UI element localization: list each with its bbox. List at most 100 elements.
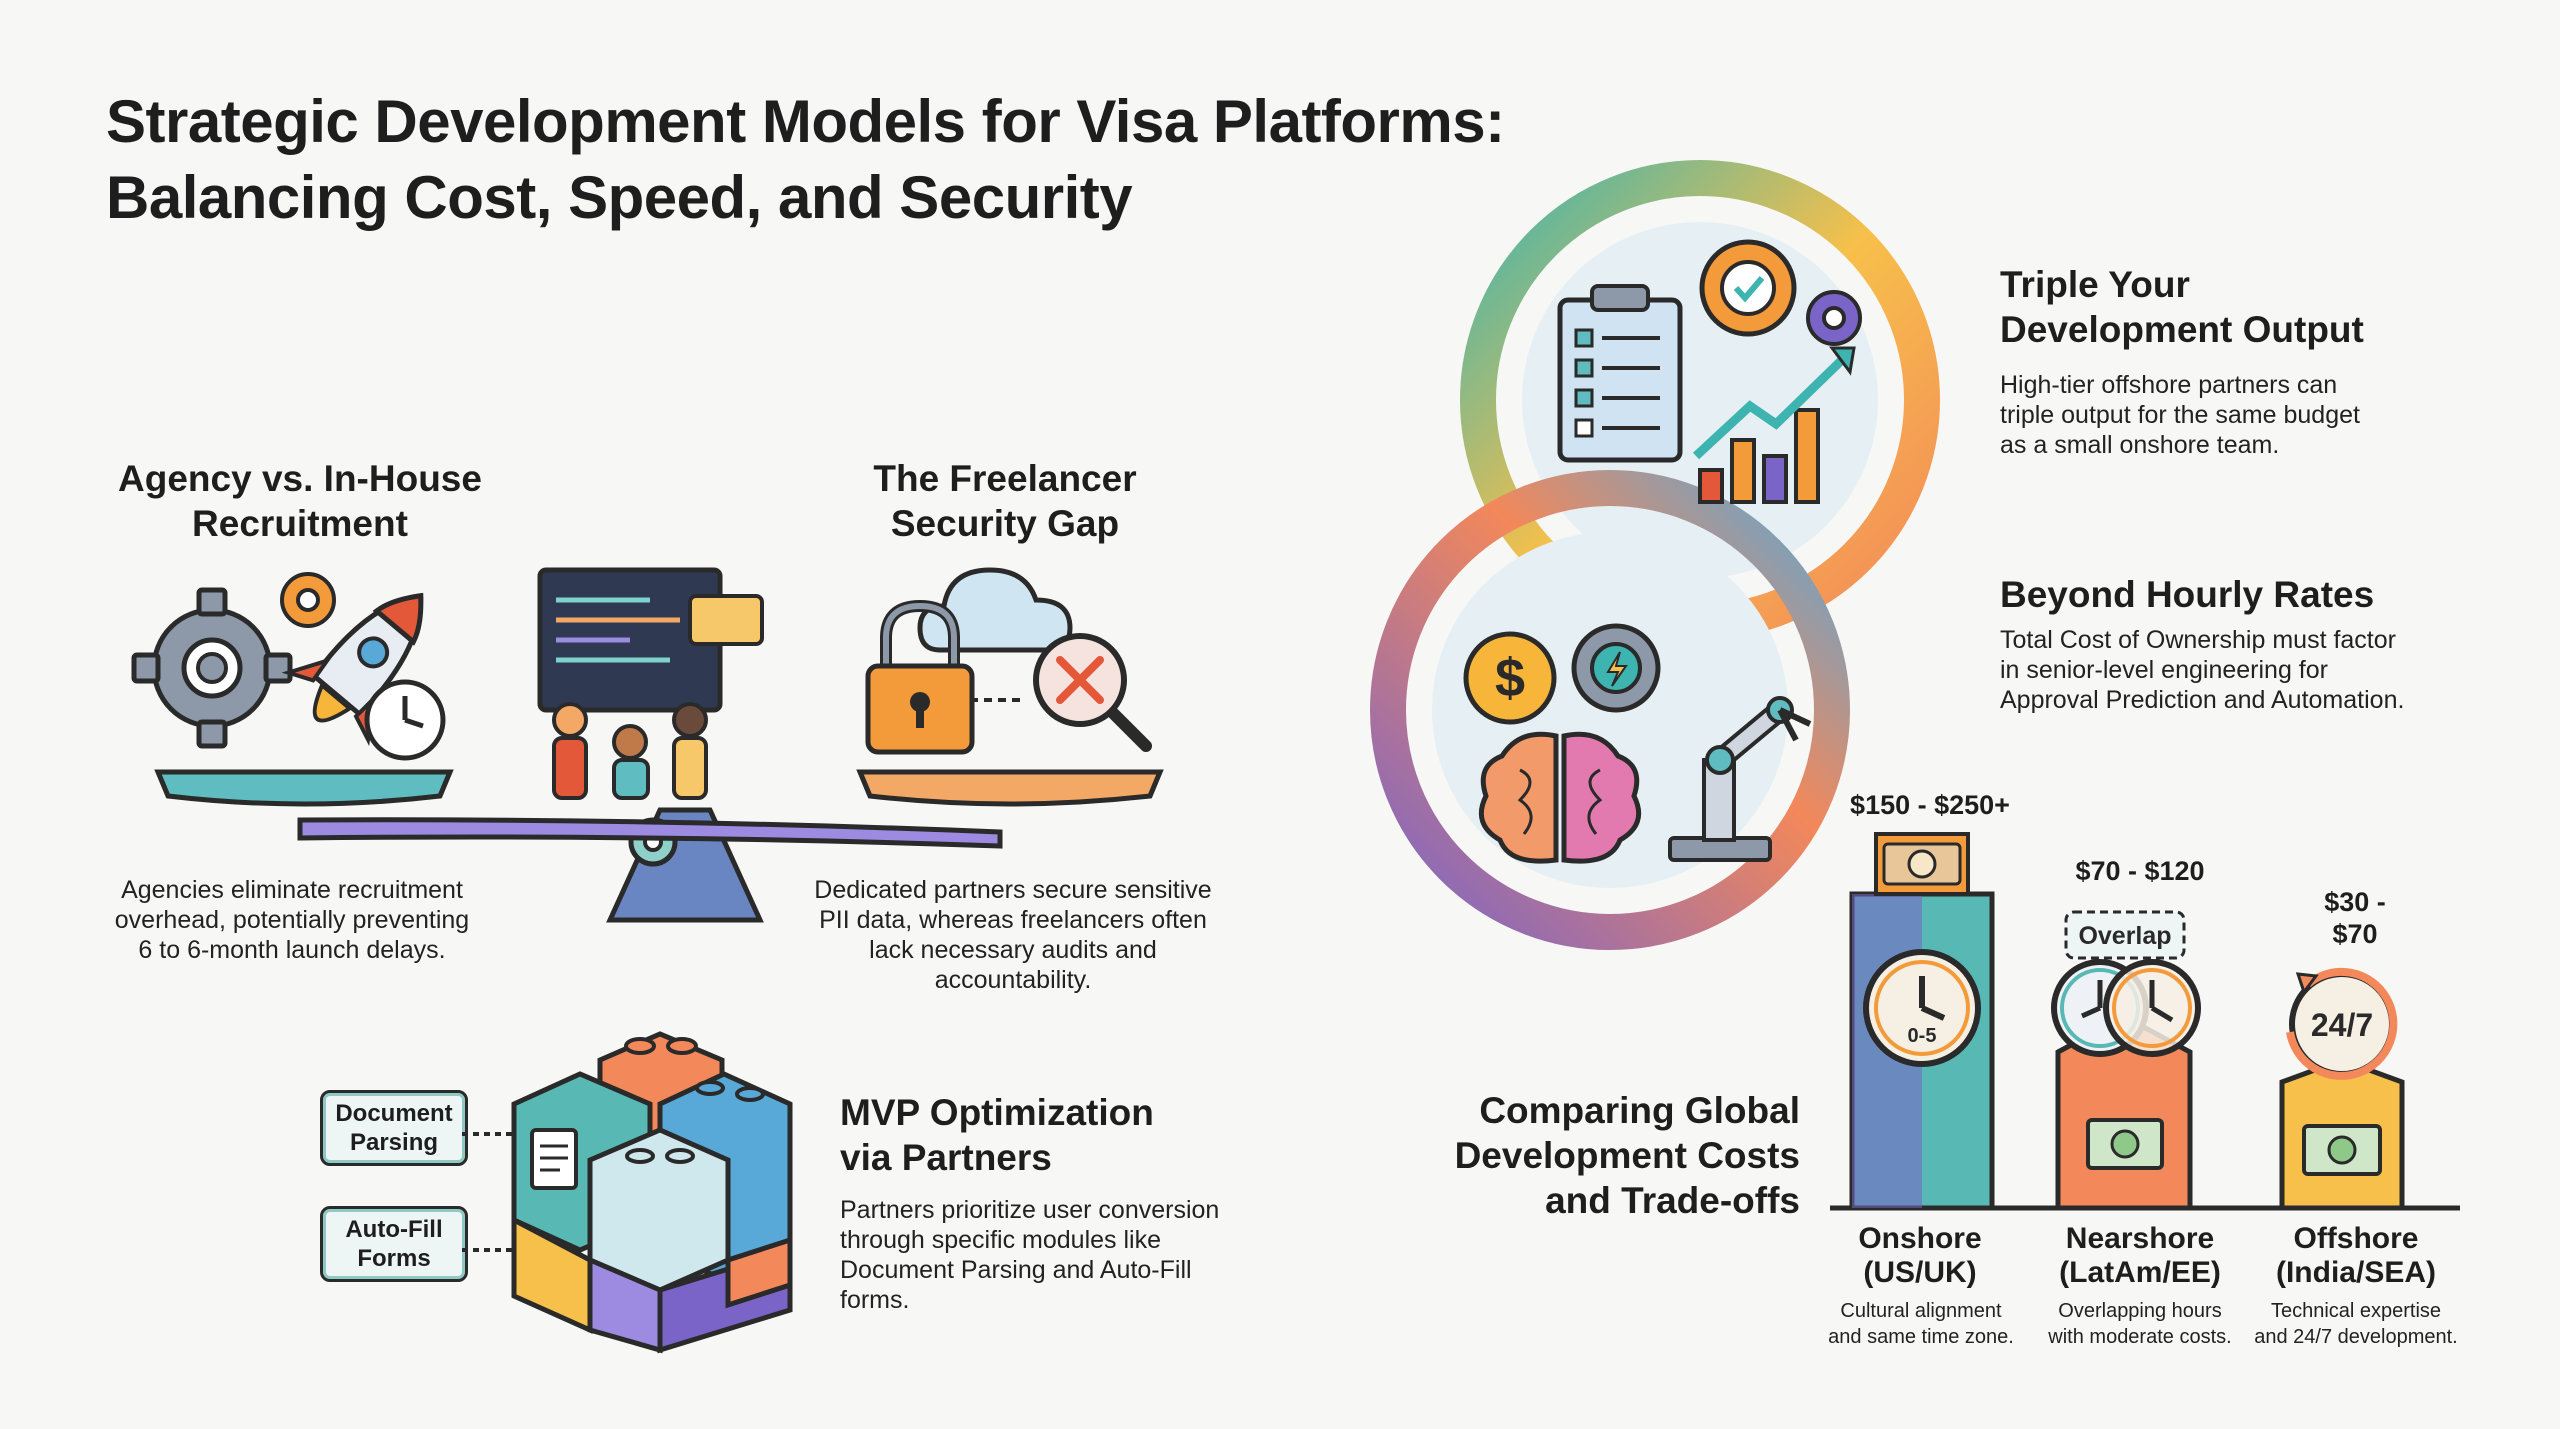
building-blocks-illustration: [462, 1031, 793, 1354]
triple-heading-line1: Triple Your: [2000, 264, 2190, 305]
offshore-desc-line1: Technical expertise: [2270, 1300, 2442, 1322]
document-parsing-tag: Document Parsing: [320, 1090, 468, 1166]
nearshore-name-line2: (LatAm/EE): [2059, 1256, 2221, 1289]
growth-chart-icon: [1692, 346, 1856, 504]
mvp-heading-line1: MVP Optimization: [840, 1092, 1154, 1133]
onshore-desc: Cultural alignment and same time zone.: [1816, 1298, 2026, 1350]
overlap-label: Overlap: [2078, 922, 2171, 950]
freelancer-body-line: accountability.: [934, 966, 1092, 994]
beyond-heading: Beyond Hourly Rates: [2000, 574, 2375, 615]
auto-fill-tag-line1: Auto-Fill: [345, 1216, 443, 1243]
onshore-name-line1: Onshore: [1858, 1222, 1982, 1255]
mvp-body-line: Partners prioritize user conversion: [840, 1196, 1220, 1224]
costs-heading: Comparing Global Development Costs and T…: [1380, 1088, 1800, 1223]
freelancer-body-line: lack necessary audits and: [869, 936, 1157, 964]
small-gear-icon: [280, 572, 336, 628]
page-title-line2: Balancing Cost, Speed, and Security: [106, 164, 1133, 231]
cost-bars-illustration: 0-5 Overlap 24/7: [1830, 832, 2460, 1211]
onshore-name-line2: (US/UK): [1863, 1256, 1977, 1289]
agency-body-line: Agencies eliminate recruitment: [121, 876, 463, 904]
document-parsing-tag-line1: Document: [335, 1100, 453, 1127]
mvp-body-line: Document Parsing and Auto-Fill: [840, 1256, 1192, 1284]
offshore-price-line2: $70: [2332, 919, 2378, 949]
costs-heading-line: Development Costs: [1454, 1135, 1800, 1176]
offshore-name: Offshore (India/SEA): [2256, 1222, 2456, 1290]
bottom-ring: [1370, 470, 1850, 950]
triple-heading-line2: Development Output: [2000, 309, 2364, 350]
small-gear-icon: [1806, 290, 1862, 346]
brain-icon: [1478, 731, 1642, 864]
costs-heading-line: Comparing Global: [1479, 1090, 1800, 1131]
agency-body: Agencies eliminate recruitment overhead,…: [82, 875, 502, 965]
dollar-symbol: $: [1495, 648, 1525, 708]
nearshore-desc-line1: Overlapping hours: [2058, 1300, 2222, 1322]
triple-heading: Triple Your Development Output: [2000, 262, 2420, 352]
offshore-name-line2: (India/SEA): [2275, 1256, 2436, 1289]
triple-body-line: as a small onshore team.: [2000, 431, 2280, 459]
rocket-icon: [281, 592, 424, 747]
overlap-box: [2064, 910, 2186, 960]
beyond-body-line: in senior-level engineering for: [2000, 656, 2328, 684]
offshore-clock-label: 24/7: [2311, 1007, 2373, 1043]
page-title-line1: Strategic Development Models for Visa Pl…: [106, 88, 1505, 155]
mvp-heading-line2: via Partners: [840, 1137, 1052, 1178]
dollar-bubble-icon: $: [1463, 631, 1557, 725]
clock-icon: [364, 679, 446, 761]
nearshore-desc: Overlapping hours with moderate costs.: [2034, 1298, 2246, 1350]
freelancer-heading: The Freelancer Security Gap: [800, 456, 1210, 546]
offshore-name-line1: Offshore: [2293, 1222, 2419, 1255]
magnifier-x-icon: [1033, 633, 1152, 752]
costs-heading-line: and Trade-offs: [1545, 1180, 1800, 1221]
freelancer-body-line: Dedicated partners secure sensitive: [814, 876, 1212, 904]
rings-illustration: $: [1370, 160, 1940, 950]
onshore-name: Onshore (US/UK): [1832, 1222, 2008, 1290]
auto-fill-tag: Auto-Fill Forms: [320, 1206, 468, 1282]
offshore-price: $30 - $70: [2270, 886, 2440, 950]
agency-heading-line2: Recruitment: [192, 503, 408, 544]
agency-heading: Agency vs. In-House Recruitment: [80, 456, 520, 546]
triple-body-line: triple output for the same budget: [2000, 401, 2360, 429]
gear-check-icon: [1699, 239, 1797, 337]
freelancer-body: Dedicated partners secure sensitive PII …: [788, 875, 1238, 995]
mvp-body-line: through specific modules like: [840, 1226, 1161, 1254]
robot-arm-icon: [1668, 696, 1812, 862]
onshore-desc-line1: Cultural alignment: [1840, 1300, 2002, 1322]
agency-heading-line1: Agency vs. In-House: [118, 458, 482, 499]
nearshore-name: Nearshore (LatAm/EE): [2040, 1222, 2240, 1290]
twenty-four-seven-clock-icon: 24/7: [2286, 967, 2398, 1080]
nearshore-name-line1: Nearshore: [2065, 1222, 2215, 1255]
mvp-body-line: forms.: [840, 1286, 910, 1314]
freelancer-heading-line1: The Freelancer: [873, 458, 1137, 499]
onshore-price: $150 - $250+: [1850, 790, 2010, 820]
beyond-body: Total Cost of Ownership must factor in s…: [2000, 625, 2500, 715]
onshore-desc-line2: and same time zone.: [1828, 1326, 2014, 1348]
gear-icon: [131, 587, 293, 749]
beyond-body-line: Approval Prediction and Automation.: [2000, 686, 2405, 714]
balance-scale-illustration: [131, 567, 1164, 923]
agency-body-line: overhead, potentially preventing: [114, 906, 470, 934]
gear-bolt-icon: [1571, 623, 1661, 713]
overlapping-clocks-icon: [2051, 959, 2201, 1057]
team-screen-icon: [537, 567, 764, 800]
onshore-clock-label: 0-5: [1908, 1025, 1937, 1047]
mvp-heading: MVP Optimization via Partners: [840, 1090, 1260, 1180]
auto-fill-tag-line2: Forms: [357, 1245, 431, 1272]
offshore-desc-line2: and 24/7 development.: [2254, 1326, 2458, 1348]
triple-body-line: High-tier offshore partners can: [2000, 371, 2338, 399]
document-icon: [530, 1128, 578, 1190]
triple-body: High-tier offshore partners can triple o…: [2000, 370, 2420, 460]
onshore-clock-icon: 0-5: [1863, 949, 1981, 1067]
nearshore-price: $70 - $120: [2075, 856, 2205, 886]
mvp-body: Partners prioritize user conversion thro…: [840, 1195, 1280, 1315]
clipboard-checklist-icon: [1557, 284, 1683, 463]
freelancer-body-line: PII data, whereas freelancers often: [819, 906, 1207, 934]
offshore-bar: [2279, 1057, 2405, 1211]
agency-body-line: 6 to 6-month launch delays.: [138, 936, 446, 964]
nearshore-desc-line2: with moderate costs.: [2048, 1326, 2232, 1348]
offshore-price-line1: $30 -: [2324, 887, 2386, 917]
lock-icon: [865, 599, 975, 755]
freelancer-heading-line2: Security Gap: [890, 503, 1120, 544]
offshore-desc: Technical expertise and 24/7 development…: [2246, 1298, 2466, 1350]
page-title: Strategic Development Models for Visa Pl…: [106, 84, 1505, 236]
beyond-body-line: Total Cost of Ownership must factor: [2000, 626, 2396, 654]
